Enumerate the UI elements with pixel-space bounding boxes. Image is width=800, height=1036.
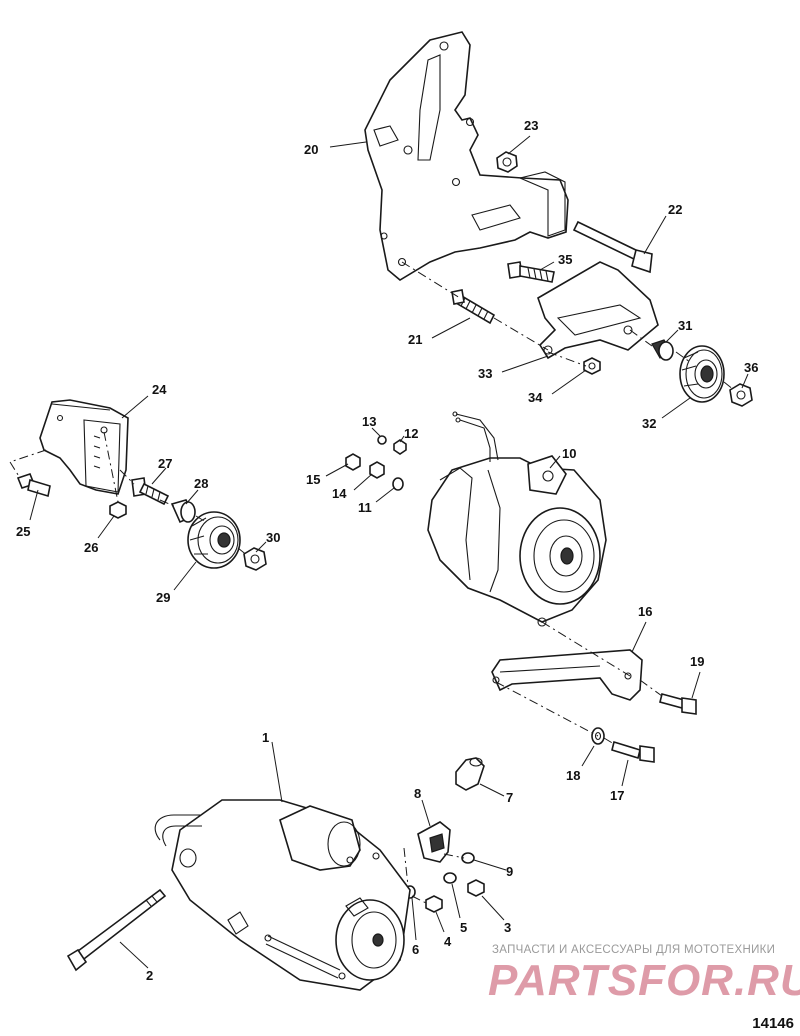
nut-34 <box>583 357 601 375</box>
callout-20: 20 <box>304 142 318 157</box>
bolt-25 <box>16 473 51 498</box>
leader-lines <box>29 135 749 969</box>
nut-14 <box>369 461 385 479</box>
callout-18: 18 <box>566 768 580 783</box>
idler-bracket-33 <box>537 261 659 360</box>
callout-1: 1 <box>262 730 269 745</box>
nut-15 <box>345 453 361 471</box>
washer-5 <box>443 872 457 884</box>
callout-labels: 1 2 3 4 5 6 7 8 9 10 11 12 13 14 15 16 1… <box>16 118 758 983</box>
callout-21: 21 <box>408 332 422 347</box>
starter-motor-1 <box>154 799 411 991</box>
callout-25: 25 <box>16 524 30 539</box>
nut-23 <box>496 151 518 173</box>
callout-6: 6 <box>412 942 419 957</box>
stud-27 <box>131 477 170 506</box>
nut-4 <box>425 895 443 913</box>
callout-12: 12 <box>404 426 418 441</box>
callout-34: 34 <box>528 390 543 405</box>
callout-3: 3 <box>504 920 511 935</box>
callout-33: 33 <box>478 366 492 381</box>
callout-4: 4 <box>444 934 452 949</box>
washer-9 <box>461 852 475 864</box>
washer-13 <box>377 435 387 445</box>
nut-26 <box>109 501 127 519</box>
callout-30: 30 <box>266 530 280 545</box>
callout-2: 2 <box>146 968 153 983</box>
callout-15: 15 <box>306 472 320 487</box>
nut-12 <box>393 439 407 455</box>
callout-9: 9 <box>506 864 513 879</box>
callout-29: 29 <box>156 590 170 605</box>
callout-16: 16 <box>638 604 652 619</box>
callout-5: 5 <box>460 920 467 935</box>
bolt-22 <box>572 220 653 274</box>
callout-22: 22 <box>668 202 682 217</box>
callout-27: 27 <box>158 456 172 471</box>
callout-17: 17 <box>610 788 624 803</box>
terminal-boot-7 <box>455 757 485 791</box>
nut-30 <box>243 547 267 571</box>
callout-36: 36 <box>744 360 758 375</box>
callout-32: 32 <box>642 416 656 431</box>
stud-21 <box>451 289 496 325</box>
watermark-tagline: ЗАПЧАСТИ И АКСЕССУАРЫ ДЛЯ МОТОТЕХНИКИ <box>492 944 776 956</box>
alignment-lines <box>9 261 735 905</box>
idler-pulley-29 <box>187 511 241 569</box>
callout-31: 31 <box>678 318 692 333</box>
callout-8: 8 <box>414 786 421 801</box>
callout-35: 35 <box>558 252 572 267</box>
callout-19: 19 <box>690 654 704 669</box>
spacer-31 <box>651 339 674 361</box>
watermark-brand: PARTSFOR.RU <box>488 956 800 1005</box>
bracket-24 <box>39 399 129 495</box>
bolt-2 <box>66 888 167 972</box>
nut-3 <box>467 879 485 897</box>
solenoid-bracket-8 <box>417 821 451 863</box>
callout-14: 14 <box>332 486 347 501</box>
callout-11: 11 <box>358 500 372 515</box>
washer-11 <box>392 477 404 491</box>
callout-26: 26 <box>84 540 98 555</box>
callout-7: 7 <box>506 790 513 805</box>
callout-23: 23 <box>524 118 538 133</box>
nut-36 <box>729 383 753 407</box>
callout-10: 10 <box>562 446 576 461</box>
bolt-17 <box>611 740 655 763</box>
idler-pulley-32 <box>679 345 725 403</box>
figure-id: 14146 <box>752 1015 794 1032</box>
alternator-10 <box>427 411 607 627</box>
callout-28: 28 <box>194 476 208 491</box>
bolt-35 <box>507 261 555 283</box>
callout-24: 24 <box>152 382 167 397</box>
brace-16 <box>491 649 643 701</box>
bolt-19 <box>659 693 697 715</box>
spacer-28 <box>170 499 196 524</box>
mounting-bracket-20 <box>364 31 569 281</box>
callout-13: 13 <box>362 414 376 429</box>
